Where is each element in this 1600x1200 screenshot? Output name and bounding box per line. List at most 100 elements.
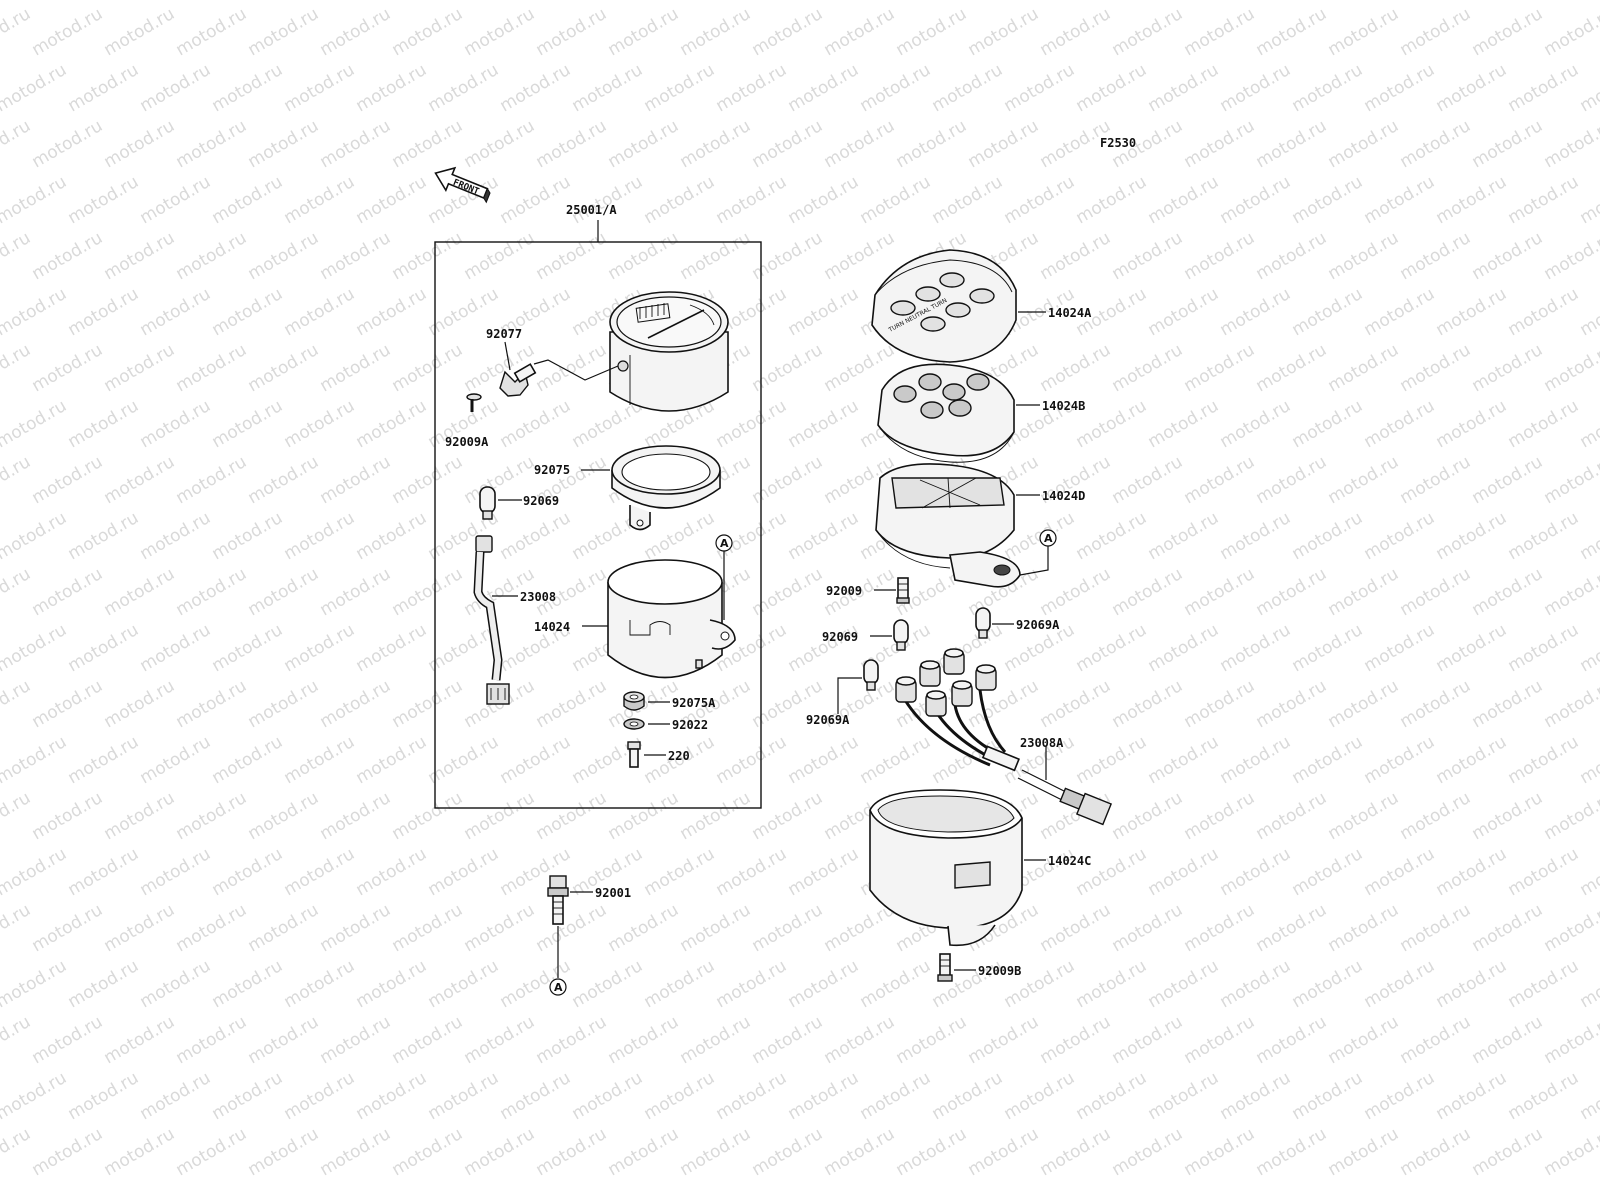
watermark-text: motod.ru [0, 844, 70, 900]
watermark-text: motod.ru [1325, 1012, 1403, 1068]
watermark-text: motod.ru [1469, 1012, 1547, 1068]
watermark-text: motod.ru [1145, 396, 1223, 452]
watermark-text: motod.ru [1181, 340, 1259, 396]
watermark-text: motod.ru [0, 1068, 70, 1124]
part-23008A-harness [895, 648, 1113, 826]
ref-marker-A-case: A [715, 534, 733, 620]
watermark-text: motod.ru [1469, 116, 1547, 172]
label-92009B: 92009B [978, 964, 1021, 978]
watermark-text: motod.ru [713, 956, 791, 1012]
watermark-text: motod.ru [1181, 452, 1259, 508]
watermark-text: motod.ru [1325, 676, 1403, 732]
watermark-text: motod.ru [1325, 116, 1403, 172]
watermark-text: motod.ru [281, 844, 359, 900]
watermark-text: motod.ru [389, 900, 467, 956]
watermark-text: motod.ru [533, 1124, 611, 1180]
watermark-text: motod.ru [1433, 1068, 1511, 1124]
part-14024D-base [875, 463, 1021, 588]
watermark-text: motod.ru [29, 4, 107, 60]
watermark-text: motod.ru [353, 284, 431, 340]
watermark-text: motod.ru [101, 228, 179, 284]
label-92009A: 92009A [445, 435, 489, 449]
part-92009-bolt [896, 577, 910, 604]
watermark-text: motod.ru [605, 1124, 683, 1180]
watermark-text: motod.ru [1397, 788, 1475, 844]
watermark-text: motod.ru [65, 844, 143, 900]
watermark-text: motod.ru [173, 1012, 251, 1068]
watermark-text: motod.ru [749, 116, 827, 172]
watermark-text: motod.ru [1505, 732, 1583, 788]
watermark-text: motod.ru [173, 676, 251, 732]
watermark-text: motod.ru [317, 676, 395, 732]
watermark-text: motod.ru [1289, 508, 1367, 564]
watermark-text: motod.ru [929, 60, 1007, 116]
watermark-text: motod.ru [29, 116, 107, 172]
watermark-text: motod.ru [1217, 284, 1295, 340]
watermark-text: motod.ru [209, 1068, 287, 1124]
watermark-text: motod.ru [1541, 564, 1600, 620]
watermark-text: motod.ru [929, 0, 1007, 4]
watermark-text: motod.ru [353, 396, 431, 452]
watermark-text: motod.ru [137, 956, 215, 1012]
watermark-text: motod.ru [1541, 228, 1600, 284]
watermark-text: motod.ru [785, 0, 863, 4]
watermark-text: motod.ru [533, 116, 611, 172]
watermark-text: motod.ru [173, 116, 251, 172]
watermark-text: motod.ru [677, 900, 755, 956]
watermark-text: motod.ru [353, 1068, 431, 1124]
watermark-text: motod.ru [1325, 4, 1403, 60]
watermark-text: motod.ru [605, 228, 683, 284]
watermark-text: motod.ru [1253, 788, 1331, 844]
watermark-text: motod.ru [1181, 564, 1259, 620]
watermark-text: motod.ru [1469, 228, 1547, 284]
watermark-text: motod.ru [0, 900, 34, 956]
watermark-text: motod.ru [1505, 956, 1583, 1012]
watermark-text: motod.ru [1145, 620, 1223, 676]
part-92075A-grommet [623, 691, 645, 711]
watermark-text: motod.ru [209, 732, 287, 788]
watermark-text: motod.ru [893, 1124, 971, 1180]
watermark-text: motod.ru [965, 116, 1043, 172]
watermark-text: motod.ru [1217, 60, 1295, 116]
watermark-text: motod.ru [0, 116, 34, 172]
watermark-text: motod.ru [137, 0, 215, 4]
watermark-text: motod.ru [1361, 620, 1439, 676]
watermark-text: motod.ru [1217, 1068, 1295, 1124]
watermark-text: motod.ru [29, 676, 107, 732]
part-92069-bulb-right [893, 619, 909, 651]
watermark-text: motod.ru [749, 4, 827, 60]
watermark-text: motod.ru [1541, 116, 1600, 172]
watermark-text: motod.ru [1253, 564, 1331, 620]
watermark-text: motod.ru [1433, 508, 1511, 564]
watermark-text: motod.ru [785, 60, 863, 116]
label-23008: 23008 [520, 590, 556, 604]
watermark-text: motod.ru [0, 956, 70, 1012]
watermark-text: motod.ru [1433, 620, 1511, 676]
watermark-text: motod.ru [1145, 1068, 1223, 1124]
watermark-text: motod.ru [245, 1012, 323, 1068]
watermark-text: motod.ru [245, 340, 323, 396]
watermark-text: motod.ru [785, 396, 863, 452]
watermark-text: motod.ru [1217, 0, 1295, 4]
part-92077-knob [499, 359, 619, 397]
watermark-text: motod.ru [0, 228, 34, 284]
watermark-text: motod.ru [1289, 620, 1367, 676]
watermark-text: motod.ru [317, 564, 395, 620]
watermark-text: motod.ru [533, 676, 611, 732]
watermark-text: motod.ru [209, 620, 287, 676]
watermark-text: motod.ru [713, 732, 791, 788]
watermark-text: motod.ru [173, 340, 251, 396]
watermark-text: motod.ru [1577, 396, 1600, 452]
watermark-text: motod.ru [281, 732, 359, 788]
watermark-text: motod.ru [209, 956, 287, 1012]
watermark-text: motod.ru [1253, 228, 1331, 284]
watermark-text: motod.ru [1577, 60, 1600, 116]
watermark-text: motod.ru [533, 1012, 611, 1068]
part-23008-harness [473, 535, 510, 705]
watermark-text: motod.ru [1397, 1012, 1475, 1068]
watermark-text: motod.ru [1001, 60, 1079, 116]
watermark-text: motod.ru [101, 1124, 179, 1180]
watermark-text: motod.ru [1505, 508, 1583, 564]
watermark-text: motod.ru [1433, 284, 1511, 340]
